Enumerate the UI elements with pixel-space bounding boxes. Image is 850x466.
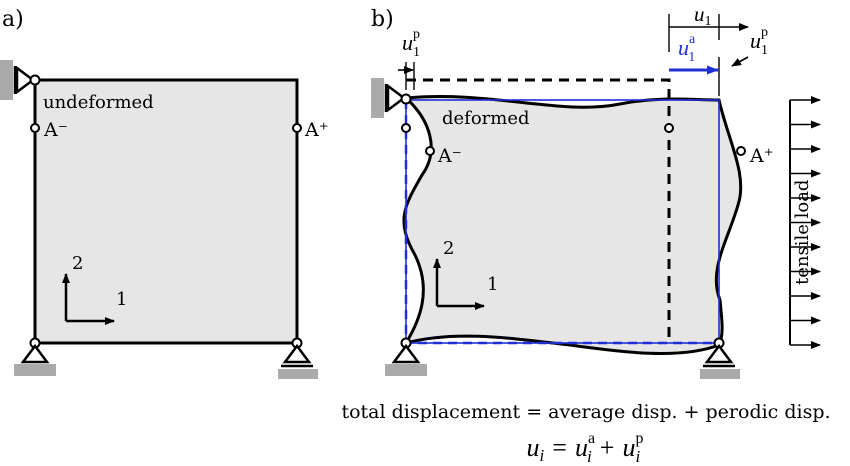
roller-support-top-left (0, 60, 41, 100)
ground-hatch (14, 364, 56, 376)
panel-a: a) undeformed A⁻ A⁺ 2 1 (0, 7, 329, 379)
point-a-plus-marker-b (736, 146, 746, 156)
undeformed-reference-black (406, 78, 671, 343)
u1-label: u1 (694, 2, 712, 29)
tensile-load-label: tensile load (792, 180, 813, 285)
point-a-minus-label-b: A⁻ (437, 145, 462, 167)
deformed-label: deformed (442, 108, 530, 129)
undeformed-square (33, 78, 299, 345)
point-a-minus-label: A⁻ (43, 119, 68, 141)
ground-hatch (385, 364, 427, 376)
roller-support-bottom-right (278, 337, 318, 379)
axis-2-label-b: 2 (443, 238, 454, 259)
axes-a: 2 1 (62, 253, 127, 325)
axis-1-label-b: 1 (487, 274, 498, 295)
point-a-plus-label-b: A⁺ (749, 145, 774, 167)
caption: total displacement = average disp. + per… (341, 401, 830, 466)
axis-1-label-a: 1 (116, 289, 127, 310)
point-a-plus-label: A⁺ (304, 119, 329, 141)
wall-hatch (0, 60, 13, 100)
panel-b: b) deformed A⁻ A⁺ 2 1 (371, 2, 821, 379)
deformed-body (402, 94, 743, 355)
point-a-minus-marker-b (425, 146, 435, 156)
undeformed-label: undeformed (43, 92, 154, 113)
pin-support-bottom-left (14, 337, 56, 376)
panel-b-label: b) (371, 7, 394, 32)
panel-a-label: a) (2, 7, 24, 32)
point-a-minus-original (401, 123, 411, 133)
ground-hatch (700, 369, 740, 379)
ground-hatch (278, 369, 318, 379)
roller-support-top-left-b (371, 78, 412, 118)
axis-2-label-a: 2 (72, 253, 83, 274)
axes-b: 2 1 (433, 238, 498, 310)
point-a-plus-marker (292, 123, 302, 133)
tensile-load-arrows (789, 96, 821, 349)
dimension-u1: u1 (668, 2, 749, 52)
point-a-minus-marker (30, 123, 40, 133)
roller-support-bottom-right-b (700, 337, 740, 379)
wall-hatch (371, 78, 384, 118)
caption-text: total displacement = average disp. + per… (341, 401, 830, 423)
point-a-plus-original (664, 123, 674, 133)
pin-support-bottom-left-b (385, 337, 427, 376)
